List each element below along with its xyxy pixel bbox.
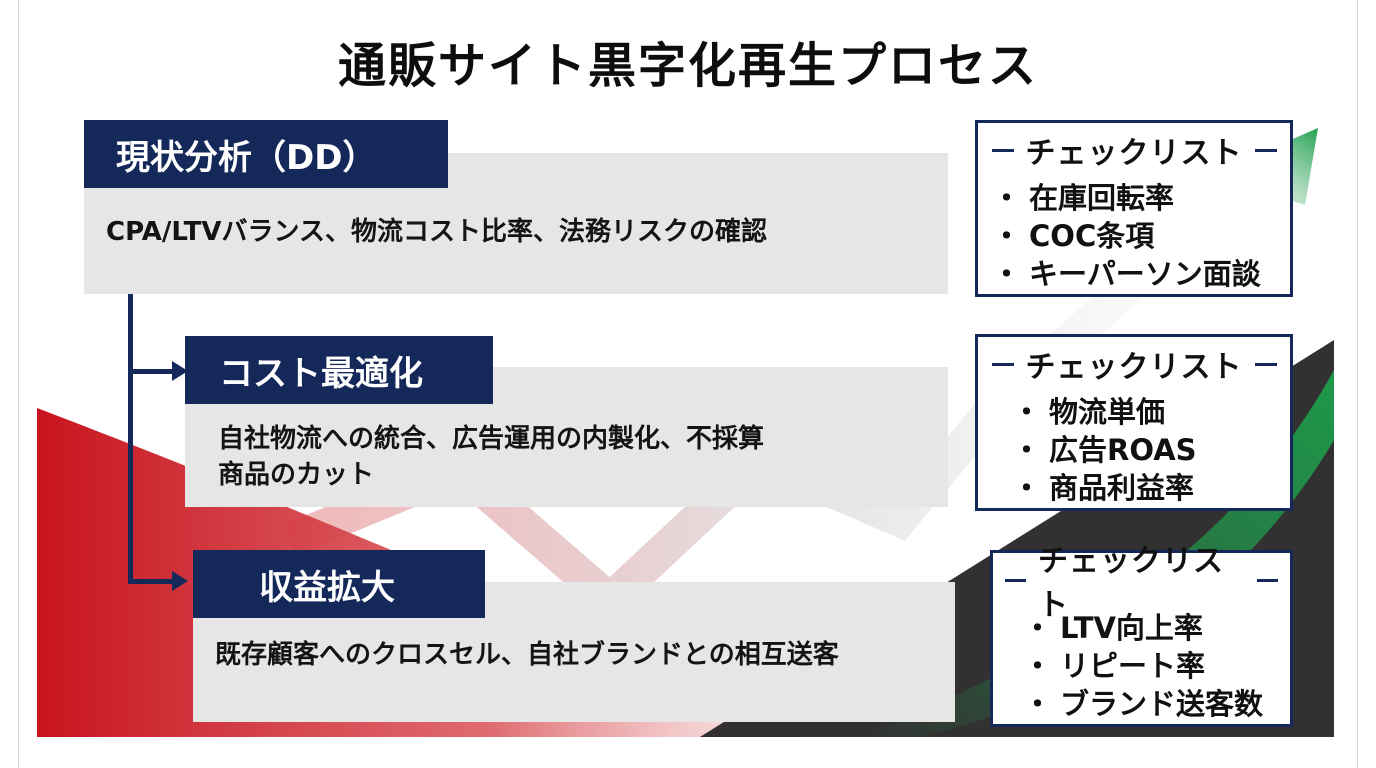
checklist-item-label: 広告ROAS (1049, 433, 1197, 467)
checklist-item: ・商品利益率 (1012, 465, 1194, 507)
page-title: 通販サイト黒字化再生プロセス (337, 38, 1038, 94)
checklist-2: チェックリスト ・物流単価 ・広告ROAS ・商品利益率 (975, 334, 1293, 511)
checklist-item: ・キーパーソン面談 (992, 251, 1261, 293)
title-dash (991, 148, 1014, 152)
step-2-heading-text: コスト最適化 (219, 353, 423, 394)
checklist-item-label: 在庫回転率 (1029, 181, 1175, 215)
checklist-item-label: キーパーソン面談 (1029, 257, 1261, 291)
title-dash (1257, 578, 1278, 582)
checklist-item: ・在庫回転率 (992, 175, 1174, 217)
title-dash (1254, 148, 1277, 152)
bullet: ・ (992, 181, 1022, 215)
right-frame-line (1357, 0, 1358, 768)
step-2-description-line-2: 商品のカット (218, 460, 375, 490)
checklist-item: ・ブランド送客数 (1023, 681, 1263, 723)
step-1-heading-text: 現状分析（DD） (116, 137, 377, 178)
arrow-right-icon (172, 361, 188, 381)
checklist-1: チェックリスト ・在庫回転率 ・COC条項 ・キーパーソン面談 (975, 120, 1293, 297)
checklist-item: ・COC条項 (992, 213, 1154, 255)
bullet: ・ (1023, 649, 1053, 683)
step-3-description: 既存顧客へのクロスセル、自社ブランドとの相互送客 (215, 640, 839, 670)
title-dash (991, 362, 1014, 366)
step-2-description-line-1: 自社物流への統合、広告運用の内製化、不採算 (218, 424, 765, 454)
checklist-item-label: COC条項 (1029, 219, 1155, 253)
step-1-heading: 現状分析（DD） (84, 120, 448, 188)
checklist-2-title: チェックリスト (1025, 350, 1243, 385)
connector-branch-2 (128, 369, 174, 374)
connector-vertical-line (128, 294, 133, 584)
checklist-item-label: 商品利益率 (1049, 471, 1195, 505)
arrow-right-icon (172, 571, 188, 591)
title-dash (1254, 362, 1277, 366)
step-3-heading: 収益拡大 (193, 550, 485, 618)
checklist-3: チェックリスト ・LTV向上率 ・リピート率 ・ブランド送客数 (990, 544, 1293, 727)
checklist-item: ・LTV向上率 (1023, 605, 1203, 647)
bullet: ・ (1023, 611, 1053, 645)
bullet: ・ (992, 257, 1022, 291)
checklist-item-label: LTV向上率 (1060, 611, 1203, 645)
title-dash (1005, 578, 1026, 582)
step-3-heading-text: 収益拡大 (259, 567, 395, 608)
left-frame-line (18, 0, 19, 768)
bullet: ・ (1023, 687, 1053, 721)
step-1-description: CPA/LTVバランス、物流コスト比率、法務リスクの確認 (106, 217, 767, 247)
checklist-item: ・物流単価 (1012, 389, 1165, 431)
bullet: ・ (1012, 433, 1042, 467)
connector-branch-3 (128, 579, 174, 584)
checklist-item-label: ブランド送客数 (1060, 687, 1264, 721)
bullet: ・ (992, 219, 1022, 253)
checklist-3-title: チェックリスト (1037, 544, 1224, 623)
checklist-1-title: チェックリスト (1025, 136, 1243, 171)
checklist-item-label: 物流単価 (1049, 395, 1166, 429)
checklist-item-label: リピート率 (1060, 649, 1206, 683)
bullet: ・ (1012, 395, 1042, 429)
checklist-item: ・広告ROAS (1012, 427, 1197, 469)
step-2-heading: コスト最適化 (185, 336, 493, 404)
bullet: ・ (1012, 471, 1042, 505)
checklist-item: ・リピート率 (1023, 643, 1205, 685)
